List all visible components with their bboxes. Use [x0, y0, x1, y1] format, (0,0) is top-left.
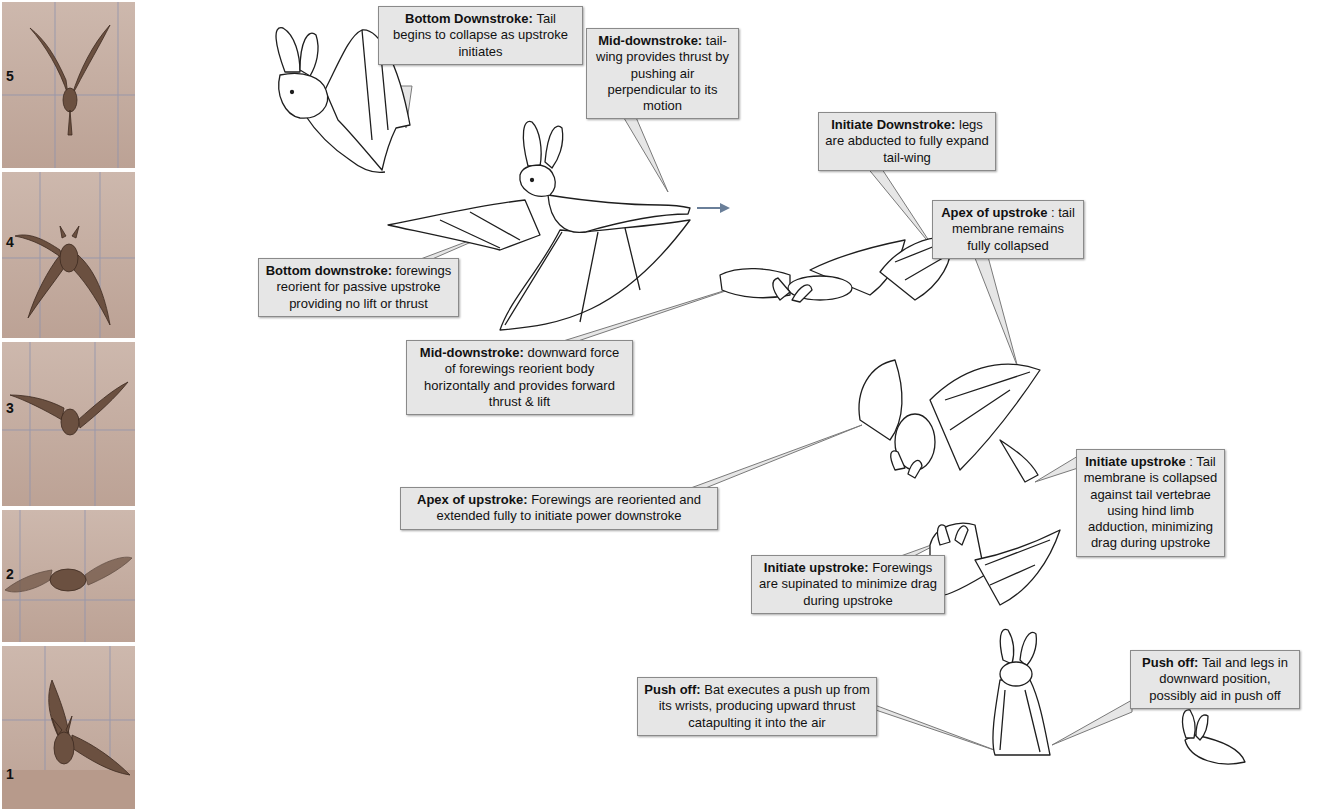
photo-number: 1: [6, 766, 14, 782]
callout-box: Apex of upstroke: tail membrane remains …: [932, 200, 1084, 259]
callout-heading: Mid-downstroke:: [420, 345, 524, 360]
photo-number: 2: [6, 566, 14, 582]
leader-lines: [398, 86, 1132, 752]
callout-heading: Bottom Downstroke:: [405, 11, 533, 26]
photo-number: 4: [6, 234, 14, 250]
callout-box: Apex of upstroke:Forewings are reoriente…: [400, 487, 718, 530]
callout-box: Bottom downstroke:forewings reorient for…: [258, 258, 459, 317]
callout-box: Push off:Bat executes a push up from its…: [637, 677, 877, 736]
callout-heading: Push off:: [1142, 655, 1198, 670]
callout-box: Mid-downstroke:tail-wing provides thrust…: [586, 28, 739, 119]
callout-heading: Apex of upstroke:: [417, 492, 528, 507]
callout-heading: Initiate upstroke:: [764, 560, 869, 575]
callout-heading: Apex of upstroke: [941, 205, 1047, 220]
callout-heading: Initiate Downstroke:: [831, 117, 955, 132]
bat-sketches: [276, 28, 1245, 764]
callout-heading: Bottom downstroke:: [266, 263, 392, 278]
photo-strip: [2, 2, 135, 809]
callout-box: Initiate upstroke:Forewings are supinate…: [751, 555, 945, 614]
callout-box: Initiate upstroke: Tail membrane is coll…: [1076, 449, 1225, 557]
callout-heading: Push off:: [644, 682, 700, 697]
callout-heading: Initiate upstroke: [1085, 454, 1185, 469]
callout-box: Bottom Downstroke:Tail begins to collaps…: [378, 6, 583, 65]
callout-box: Push off:Tail and legs in downward posit…: [1130, 650, 1300, 709]
callout-heading: Mid-downstroke:: [598, 33, 702, 48]
photo-number: 3: [6, 400, 14, 416]
photo-number: 5: [6, 68, 14, 84]
direction-arrow: [697, 203, 730, 213]
callout-box: Initiate Downstroke:legs are abducted to…: [818, 112, 996, 171]
callout-box: Mid-downstroke:downward force of forewin…: [406, 340, 633, 415]
